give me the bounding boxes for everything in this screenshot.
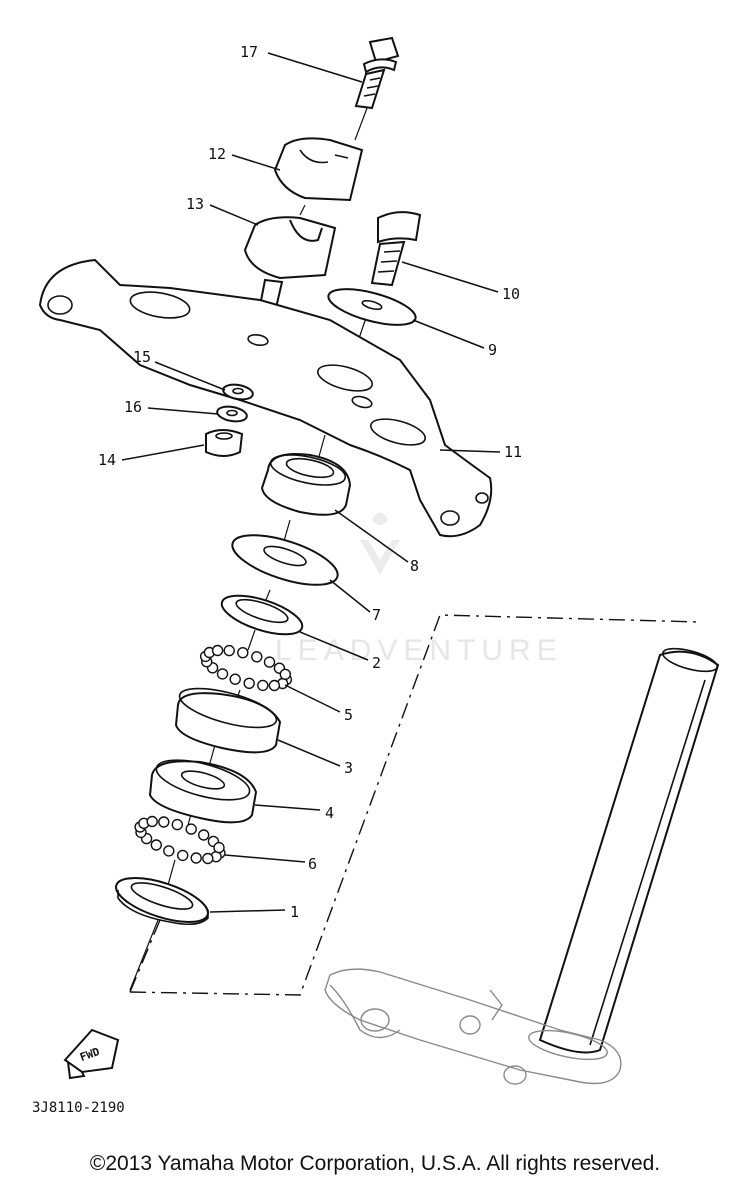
watermark-text: LEADVENTURE [275, 634, 563, 667]
callout-14: 14 [98, 451, 116, 469]
leader-lines [121, 52, 501, 913]
callout-3: 3 [344, 759, 353, 777]
bearing-ball [146, 815, 158, 828]
part-9-washer [327, 288, 417, 326]
part-2-bearing-race-cover [220, 594, 304, 636]
bearing-ball [237, 647, 249, 659]
bearing-ball [243, 677, 255, 689]
callout-1: 1 [290, 903, 299, 921]
callout-labels: 17 12 13 10 9 15 16 14 11 8 7 2 5 3 4 6 … [98, 43, 522, 921]
part-6-bearing-balls [134, 815, 226, 865]
watermark: LEADVENTURE [275, 512, 563, 667]
bearing-ball [197, 829, 210, 841]
part-14-nut [205, 429, 244, 457]
bearing-ball [171, 818, 184, 831]
fwd-arrow-icon [63, 1028, 120, 1074]
bearing-ball [211, 644, 224, 657]
bearing-ball [176, 849, 189, 862]
part-16-washer [216, 405, 248, 423]
callout-5: 5 [344, 706, 353, 724]
part-5-bearing-balls [199, 644, 293, 692]
drawing-code: 3J8110-2190 [32, 1100, 125, 1116]
bearing-ball [163, 845, 175, 857]
forward-direction-badge: FWD [63, 1028, 120, 1080]
callout-10: 10 [502, 285, 520, 303]
bearing-ball [202, 852, 214, 865]
callout-8: 8 [410, 557, 419, 575]
steering-stem-assembly [324, 647, 720, 1085]
callout-11: 11 [504, 443, 522, 461]
assembly-boundary [129, 614, 701, 996]
part-11-handle-crown [38, 258, 493, 538]
bearing-ball [223, 644, 235, 657]
bearing-ball [216, 668, 229, 680]
part-7-washer [231, 534, 339, 586]
callout-16: 16 [124, 398, 142, 416]
bearing-ball [190, 852, 202, 864]
bearing-ball [150, 839, 163, 851]
watermark-logo-icon [360, 512, 400, 575]
part-1-dust-seal [115, 877, 209, 926]
bearing-ball [229, 673, 241, 685]
callout-13: 13 [186, 195, 204, 213]
copyright-notice: ©2013 Yamaha Motor Corporation, U.S.A. A… [89, 1152, 661, 1175]
callout-6: 6 [308, 855, 317, 873]
callout-2: 2 [372, 654, 381, 672]
callout-17: 17 [240, 43, 258, 61]
callout-15: 15 [133, 348, 151, 366]
part-17-bolt [354, 36, 400, 110]
part-13-handlebar-holder-lower [243, 216, 337, 310]
bearing-ball [158, 816, 170, 828]
part-10-bolt [370, 211, 422, 287]
bearing-ball [257, 679, 269, 692]
part-12-handlebar-holder-upper [273, 137, 364, 202]
callout-4: 4 [325, 804, 334, 822]
bearing-ball [213, 841, 225, 854]
part-8-ring-nut [260, 453, 352, 516]
bearing-ball [185, 823, 197, 835]
callout-12: 12 [208, 145, 226, 163]
bearing-ball [268, 679, 281, 692]
callout-9: 9 [488, 341, 497, 359]
bearing-ball [279, 668, 291, 680]
callout-7: 7 [372, 606, 381, 624]
part-3-bearing-race-upper [174, 687, 282, 754]
bearing-ball [263, 656, 276, 668]
bearing-ball [251, 651, 263, 663]
part-4-bearing-race-lower [148, 759, 258, 824]
